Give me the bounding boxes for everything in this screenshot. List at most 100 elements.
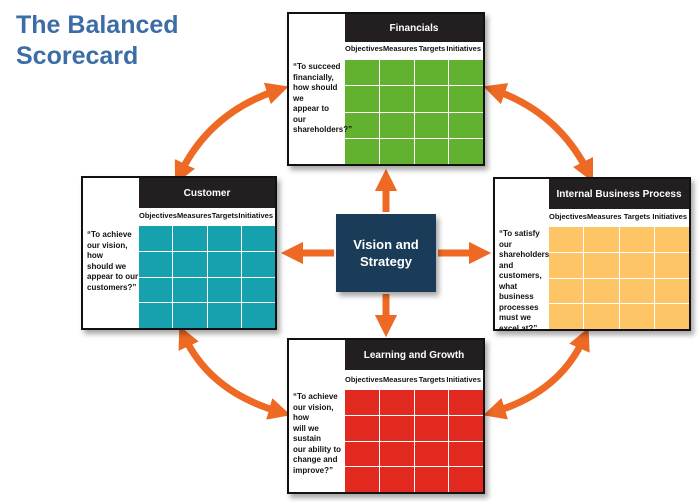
grid-cell	[449, 86, 483, 112]
grid-cell	[414, 60, 449, 86]
grid-cell	[379, 112, 414, 138]
column-objectives: Objectives	[345, 375, 383, 384]
grid-cell	[345, 86, 379, 112]
grid-cell	[379, 60, 414, 86]
grid-cell	[449, 441, 483, 467]
grid-cell	[379, 415, 414, 441]
grid-cell	[414, 86, 449, 112]
perspective-question: “To achieve our vision, how should we ap…	[87, 230, 139, 292]
column-initiatives: Initiatives	[446, 375, 481, 384]
grid-cell	[207, 303, 241, 328]
grid-cell	[549, 227, 584, 252]
grid-cell	[584, 252, 619, 278]
grid-cell	[449, 390, 483, 415]
column-objectives: Objectives	[345, 44, 383, 53]
column-headers: Objectives Measures Targets Initiatives	[345, 44, 481, 58]
grid-cell	[619, 304, 654, 329]
grid-cell	[345, 60, 379, 86]
grid-cell	[379, 441, 414, 467]
scorecard-grid	[139, 226, 275, 328]
grid-cell	[619, 278, 654, 304]
grid-cell	[414, 138, 449, 164]
grid-cell	[345, 467, 379, 492]
grid-cell	[241, 226, 275, 251]
grid-cell	[414, 467, 449, 492]
column-objectives: Objectives	[549, 212, 587, 221]
perspective-title: Learning and Growth	[345, 340, 483, 370]
grid-cell	[173, 303, 207, 328]
grid-cell	[584, 278, 619, 304]
grid-cell	[449, 415, 483, 441]
grid-cell	[549, 252, 584, 278]
column-objectives: Objectives	[139, 211, 177, 220]
arrow-learning-customer	[178, 325, 291, 420]
perspective-title: Customer	[139, 178, 275, 208]
column-headers: Objectives Measures Targets Initiatives	[139, 211, 273, 225]
grid-cell	[584, 227, 619, 252]
grid-cell	[241, 303, 275, 328]
grid-cell	[345, 415, 379, 441]
perspective-internal-business-process: Internal Business Process Objectives Mea…	[493, 177, 691, 333]
column-measures: Measures	[176, 211, 212, 220]
grid-cell	[173, 277, 207, 303]
arrow-customer-financials	[174, 82, 289, 185]
grid-cell	[379, 390, 414, 415]
column-initiatives: Initiatives	[238, 211, 273, 220]
grid-cell	[207, 251, 241, 277]
grid-cell	[414, 390, 449, 415]
perspective-title: Internal Business Process	[549, 179, 689, 209]
grid-cell	[549, 304, 584, 329]
grid-cell	[139, 251, 173, 277]
column-headers: Objectives Measures Targets Initiatives	[549, 212, 687, 226]
grid-cell	[379, 138, 414, 164]
grid-cell	[654, 278, 689, 304]
grid-cell	[139, 277, 173, 303]
perspective-customer: Customer Objectives Measures Targets Ini…	[81, 176, 277, 330]
perspective-title: Financials	[345, 14, 483, 42]
column-measures: Measures	[382, 44, 418, 53]
column-measures: Measures	[586, 212, 622, 221]
grid-cell	[654, 304, 689, 329]
grid-cell	[549, 278, 584, 304]
grid-cell	[241, 277, 275, 303]
grid-cell	[654, 252, 689, 278]
grid-cell	[173, 226, 207, 251]
perspective-learning-and-growth: Learning and Growth Objectives Measures …	[287, 338, 485, 494]
scorecard-grid	[549, 227, 689, 329]
column-targets: Targets	[211, 211, 239, 220]
column-initiatives: Initiatives	[652, 212, 687, 221]
perspective-question: “To satisfy our shareholders and custome…	[499, 229, 550, 333]
grid-cell	[619, 227, 654, 252]
grid-cell	[345, 390, 379, 415]
grid-cell	[345, 441, 379, 467]
scorecard-grid	[345, 60, 483, 164]
grid-cell	[139, 226, 173, 251]
page-title: The Balanced Scorecard	[16, 11, 179, 70]
grid-cell	[584, 304, 619, 329]
column-headers: Objectives Measures Targets Initiatives	[345, 375, 481, 389]
grid-cell	[379, 467, 414, 492]
grid-cell	[379, 86, 414, 112]
grid-cell	[207, 277, 241, 303]
grid-cell	[449, 112, 483, 138]
grid-cell	[619, 252, 654, 278]
grid-cell	[414, 112, 449, 138]
grid-cell	[345, 138, 379, 164]
grid-cell	[139, 303, 173, 328]
arrow-internal-learning	[483, 327, 590, 420]
vision-and-strategy-box: Vision and Strategy	[336, 214, 436, 292]
column-targets: Targets	[418, 44, 446, 53]
column-measures: Measures	[382, 375, 418, 384]
arrow-financials-internal	[483, 83, 594, 183]
perspective-question: “To succeed financially, how should we a…	[293, 62, 353, 134]
scorecard-grid	[345, 390, 483, 492]
grid-cell	[241, 251, 275, 277]
grid-cell	[414, 415, 449, 441]
grid-cell	[449, 467, 483, 492]
grid-cell	[654, 227, 689, 252]
grid-cell	[449, 138, 483, 164]
grid-cell	[449, 60, 483, 86]
column-targets: Targets	[418, 375, 446, 384]
grid-cell	[207, 226, 241, 251]
